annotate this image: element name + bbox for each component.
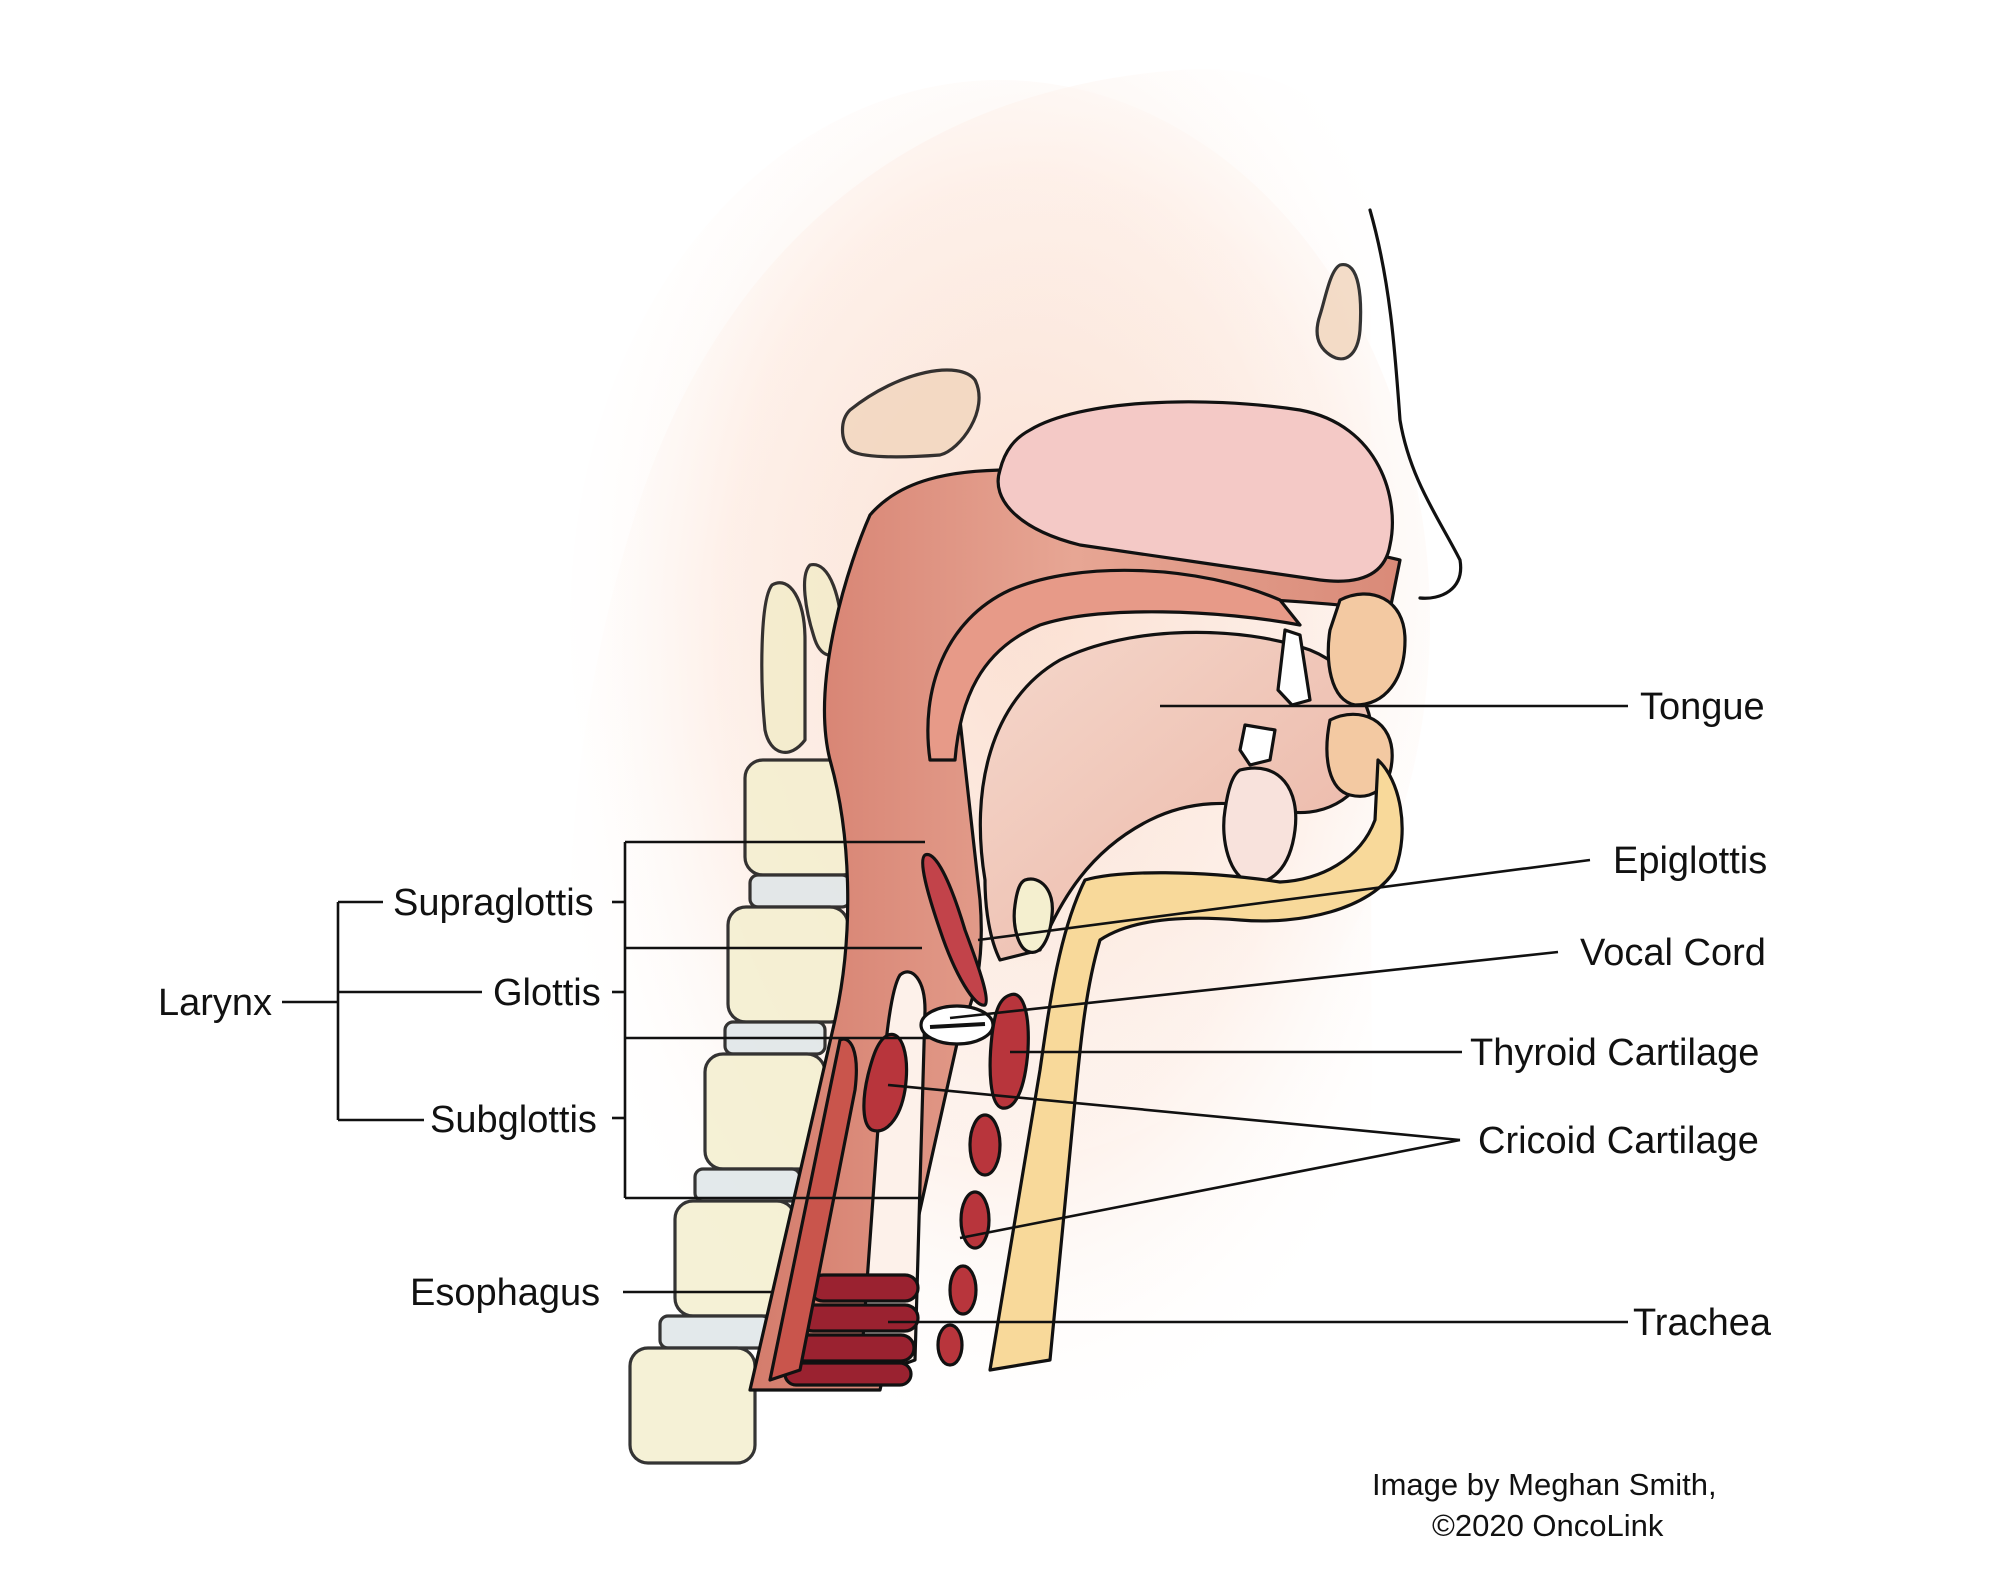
credit-line-2: ©2020 OncoLink	[1432, 1508, 1664, 1543]
disc-3	[693, 1167, 802, 1203]
label-subglottis: Subglottis	[430, 1099, 597, 1141]
dens-process	[760, 581, 807, 754]
upper-tooth	[1276, 628, 1312, 707]
nasal-bone	[1315, 263, 1363, 361]
nasopharynx	[926, 568, 1302, 762]
trachea-rings	[783, 1273, 920, 1387]
label-glottis: Glottis	[493, 972, 601, 1014]
vocal-fold-line	[929, 1022, 986, 1029]
sphenoid-bone	[840, 368, 981, 459]
label-vocal-cord: Vocal Cord	[1580, 932, 1766, 974]
label-thyroid-cartilage: Thyroid Cartilage	[1470, 1032, 1759, 1074]
upper-lip	[1326, 592, 1407, 707]
leader-lines	[282, 704, 1628, 1324]
neck-subcutaneous	[988, 758, 1404, 1372]
hyoid-bone	[1012, 877, 1054, 954]
lower-tooth	[1238, 723, 1277, 767]
tracheal-rings-anterior	[936, 1113, 1002, 1367]
mandible	[1222, 766, 1298, 884]
thyroid-cartilage	[988, 992, 1030, 1110]
face-profile-outline	[1368, 208, 1463, 600]
disc-1	[748, 873, 852, 909]
label-cricoid-cartilage: Cricoid Cartilage	[1478, 1120, 1759, 1162]
credit-line-1: Image by Meghan Smith,	[1372, 1467, 1717, 1502]
label-tongue: Tongue	[1640, 686, 1765, 728]
cricoid-cartilage-posterior	[862, 1032, 909, 1133]
label-esophagus: Esophagus	[410, 1272, 600, 1314]
disc-4	[658, 1314, 772, 1350]
label-supraglottis: Supraglottis	[393, 882, 594, 924]
label-larynx: Larynx	[158, 982, 272, 1024]
vertebra-2	[726, 905, 850, 1024]
epiglottis	[921, 852, 988, 1007]
palate	[996, 400, 1394, 583]
label-trachea: Trachea	[1633, 1302, 1772, 1344]
label-epiglottis: Epiglottis	[1613, 840, 1767, 882]
vertebra-5	[628, 1346, 757, 1465]
